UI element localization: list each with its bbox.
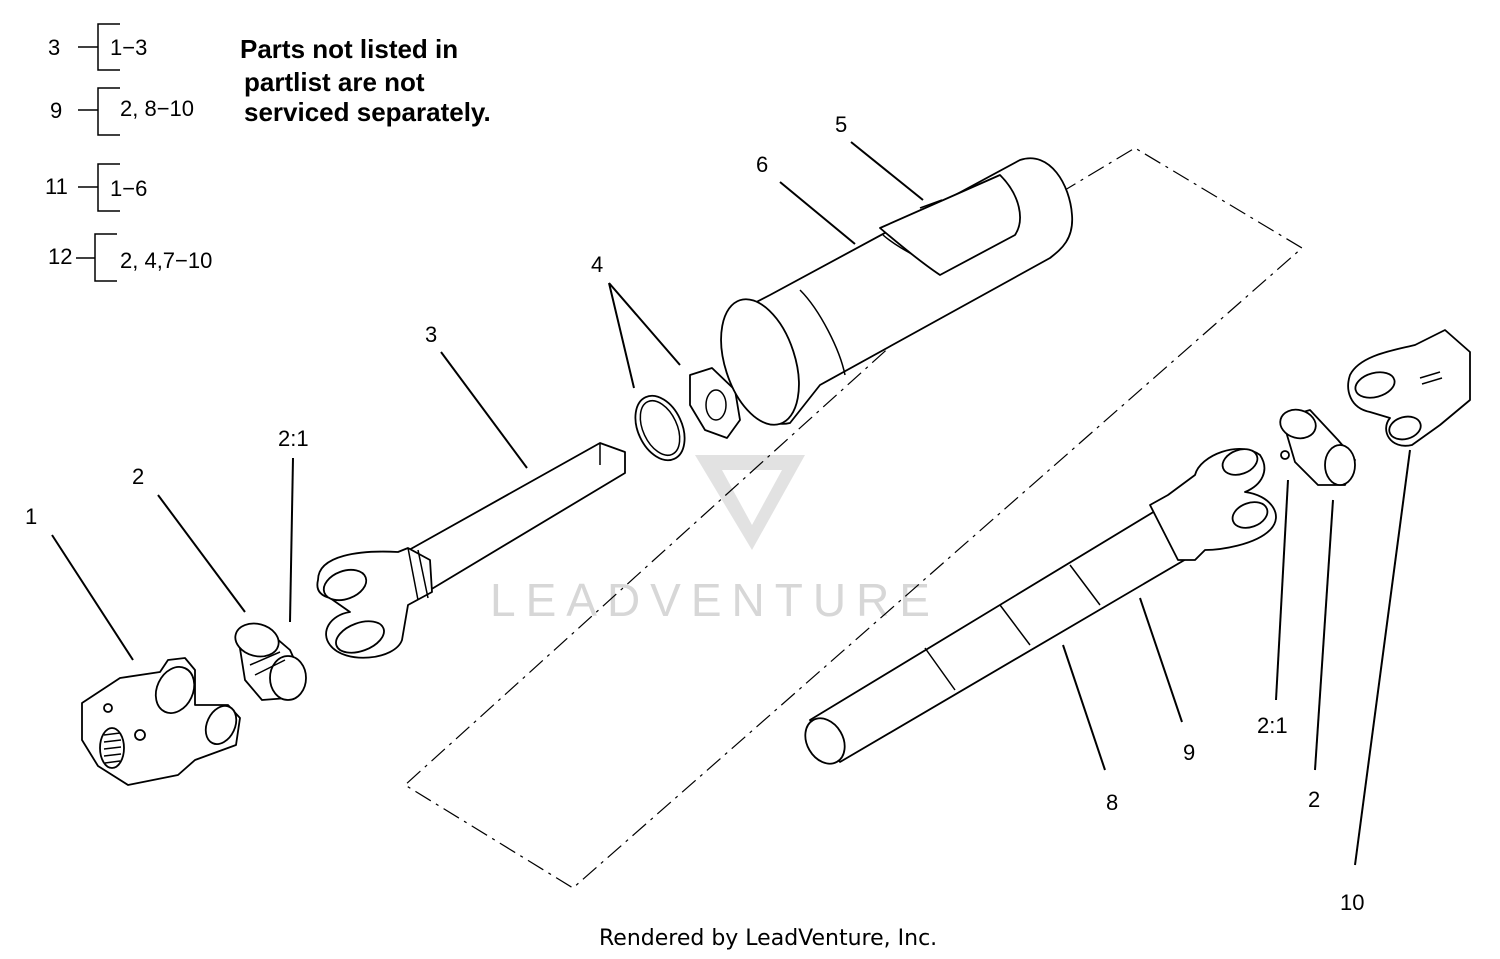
callout-2-1-right: 2:1 (1257, 713, 1288, 738)
legend-row: 12 2, 4,7−10 (48, 233, 212, 282)
callout-5: 5 (835, 112, 847, 137)
part-1-splined-yoke (81, 657, 241, 786)
callout-9: 9 (1183, 740, 1195, 765)
note-line: partlist are not (244, 67, 425, 97)
callout-10: 10 (1340, 890, 1364, 915)
part-8-outer-tube (804, 507, 1206, 765)
callout-3: 3 (425, 322, 437, 347)
note-line: serviced separately. (244, 97, 491, 127)
legend-ref: 12 (48, 244, 72, 269)
legend-row: 11 1−6 (45, 163, 147, 212)
assembly-legend: 3 1−3 9 2, 8−10 11 1−6 12 2, 4,7−10 (45, 23, 212, 282)
part-9-tube-yoke (1149, 448, 1277, 561)
service-note: Parts not listed in partlist are not ser… (240, 34, 491, 127)
legend-row: 9 2, 8−10 (50, 87, 194, 136)
callout-1: 1 (25, 504, 37, 529)
leadventure-watermark: LEADVENTURE (490, 455, 940, 626)
legend-range: 1−3 (110, 35, 147, 60)
callout-4: 4 (591, 252, 603, 277)
part-2-universal-joint-left (234, 622, 307, 701)
legend-ref: 11 (45, 174, 68, 199)
note-line: Parts not listed in (240, 34, 458, 64)
part-4-retaining-ring (634, 394, 686, 462)
callout-2-1-left: 2:1 (278, 426, 309, 451)
legend-range: 2, 8−10 (120, 96, 194, 121)
assembly-boundary (404, 147, 1304, 889)
legend-range: 1−6 (110, 176, 147, 201)
legend-ref: 3 (48, 35, 60, 60)
part-10-end-yoke (1347, 329, 1471, 447)
watermark-text: LEADVENTURE (490, 574, 940, 626)
legend-ref: 9 (50, 98, 62, 123)
legend-row: 3 1−3 (48, 23, 147, 71)
legend-range: 2, 4,7−10 (120, 248, 212, 273)
leader-lines (51, 141, 1411, 866)
callouts: 1 2 2:1 3 4 5 6 8 9 2:1 2 10 (25, 112, 1364, 915)
callout-6: 6 (756, 152, 768, 177)
render-credit: Rendered by LeadVenture, Inc. (599, 926, 937, 951)
callout-8: 8 (1106, 790, 1118, 815)
part-4-keyed-washer (689, 367, 741, 439)
part-2-universal-joint-right (1279, 408, 1356, 486)
callout-2-left: 2 (132, 464, 144, 489)
callout-2-right: 2 (1308, 787, 1320, 812)
part-3-inner-shaft (316, 442, 626, 659)
part-5-decal (879, 174, 1021, 276)
